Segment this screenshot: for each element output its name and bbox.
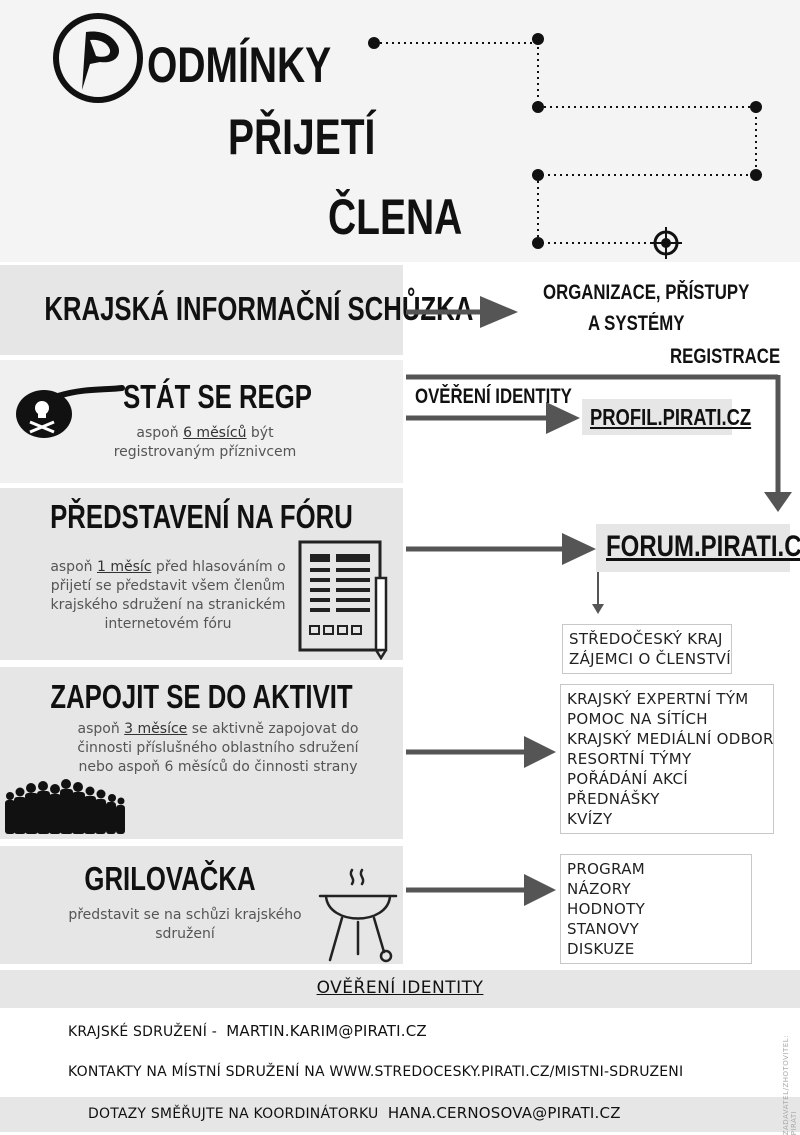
- forum-link[interactable]: FORUM.PIRATI.CZ: [606, 530, 800, 563]
- list-item: RESORTNÍ TÝMY: [567, 750, 692, 768]
- step-panel-grilovacka: [0, 846, 403, 964]
- list-item: PROGRAM: [567, 860, 646, 878]
- list-item: DISKUZE: [567, 940, 635, 958]
- list-item: STŘEDOČESKÝ KRAJ: [569, 630, 723, 648]
- identity-verification-label: OVĚŘENÍ IDENTITY: [415, 385, 572, 408]
- org-systems-label-line2: A SYSTÉMY: [588, 312, 685, 335]
- eye-patch-icon: [14, 378, 126, 444]
- list-item: KVÍZY: [567, 810, 613, 828]
- crowd-silhouette-icon: [2, 778, 126, 836]
- registrace-label: REGISTRACE: [670, 345, 781, 368]
- page-title-line1: ODMÍNKY: [147, 37, 332, 93]
- step-title: PŘEDSTAVENÍ NA FÓRU: [50, 498, 353, 535]
- list-item: KRAJSKÝ EXPERTNÍ TÝM: [567, 690, 749, 708]
- step-description: aspoň 3 měsíce se aktivně zapojovat do č…: [77, 721, 359, 775]
- target-icon: [650, 227, 682, 259]
- step-panel-schuzka: [0, 265, 403, 355]
- flow-arrows: [406, 296, 792, 906]
- list-item: HODNOTY: [567, 900, 646, 918]
- list-item: POŘÁDÁNÍ AKCÍ: [567, 770, 688, 788]
- footer-questions-bar: [0, 1097, 800, 1132]
- step-description: představit se na schůzi krajského sdruže…: [68, 907, 302, 942]
- profil-link[interactable]: PROFIL.PIRATI.CZ: [590, 404, 752, 430]
- org-systems-label-line1: ORGANIZACE, PŘÍSTUPY: [543, 281, 750, 304]
- form-document-icon: [296, 540, 396, 661]
- step-title: STÁT SE REGP: [123, 378, 312, 415]
- step-description: aspoň 1 měsíc před hlasováním o přijetí …: [50, 559, 286, 632]
- forum-categories-box: STŘEDOČESKÝ KRAJ ZÁJEMCI O ČLENSTVÍ: [562, 624, 732, 674]
- page-title-line2: PŘIJETÍ: [228, 109, 376, 165]
- step-title: GRILOVAČKA: [84, 860, 256, 897]
- list-item: POMOC NA SÍTÍCH: [567, 710, 708, 728]
- activities-box: KRAJSKÝ EXPERTNÍ TÝM POMOC NA SÍTÍCH KRA…: [560, 684, 774, 834]
- list-item: NÁZORY: [567, 880, 631, 898]
- forum-link-box: [596, 524, 790, 572]
- grill-icon: [316, 866, 400, 964]
- step-title: ZAPOJIT SE DO AKTIVIT: [50, 678, 353, 715]
- footer-local-contacts-line: KONTAKTY NA MÍSTNÍ SDRUŽENÍ NA WWW.STRED…: [68, 1064, 684, 1080]
- list-item: PŘEDNÁŠKY: [567, 790, 660, 808]
- pirate-flag-logo-icon: [52, 12, 144, 104]
- list-item: KRAJSKÝ MEDIÁLNÍ ODBOR: [567, 730, 774, 748]
- dotted-path-decoration: [368, 33, 762, 259]
- coordinator-email-link[interactable]: HANA.CERNOSOVA@PIRATI.CZ: [387, 1104, 621, 1122]
- page-title-line3: ČLENA: [328, 189, 463, 245]
- grill-topics-box: PROGRAM NÁZORY HODNOTY STANOVY DISKUZE: [560, 854, 752, 964]
- contact-email-link[interactable]: MARTIN.KARIM@PIRATI.CZ: [226, 1022, 427, 1040]
- list-item: ZÁJEMCI O ČLENSTVÍ: [569, 650, 731, 668]
- footer-heading-bar: [0, 970, 800, 1008]
- step-panel-forum: [0, 488, 403, 660]
- profil-link-box: [582, 399, 732, 435]
- footer-contact-line: KRAJSKÉ SDRUŽENÍ - MARTIN.KARIM@PIRATI.C…: [68, 1022, 427, 1040]
- step-description: aspoň 6 měsíců být registrovaným přízniv…: [113, 425, 297, 460]
- side-credit: ZADAVATEL/ZHOTOVITEL: PIRÁTI: [782, 1035, 798, 1135]
- footer-questions-line: DOTAZY SMĚŘUJTE NA KOORDINÁTORKU HANA.CE…: [88, 1104, 621, 1122]
- list-item: STANOVY: [567, 920, 640, 938]
- footer-heading: OVĚŘENÍ IDENTITY: [316, 978, 484, 998]
